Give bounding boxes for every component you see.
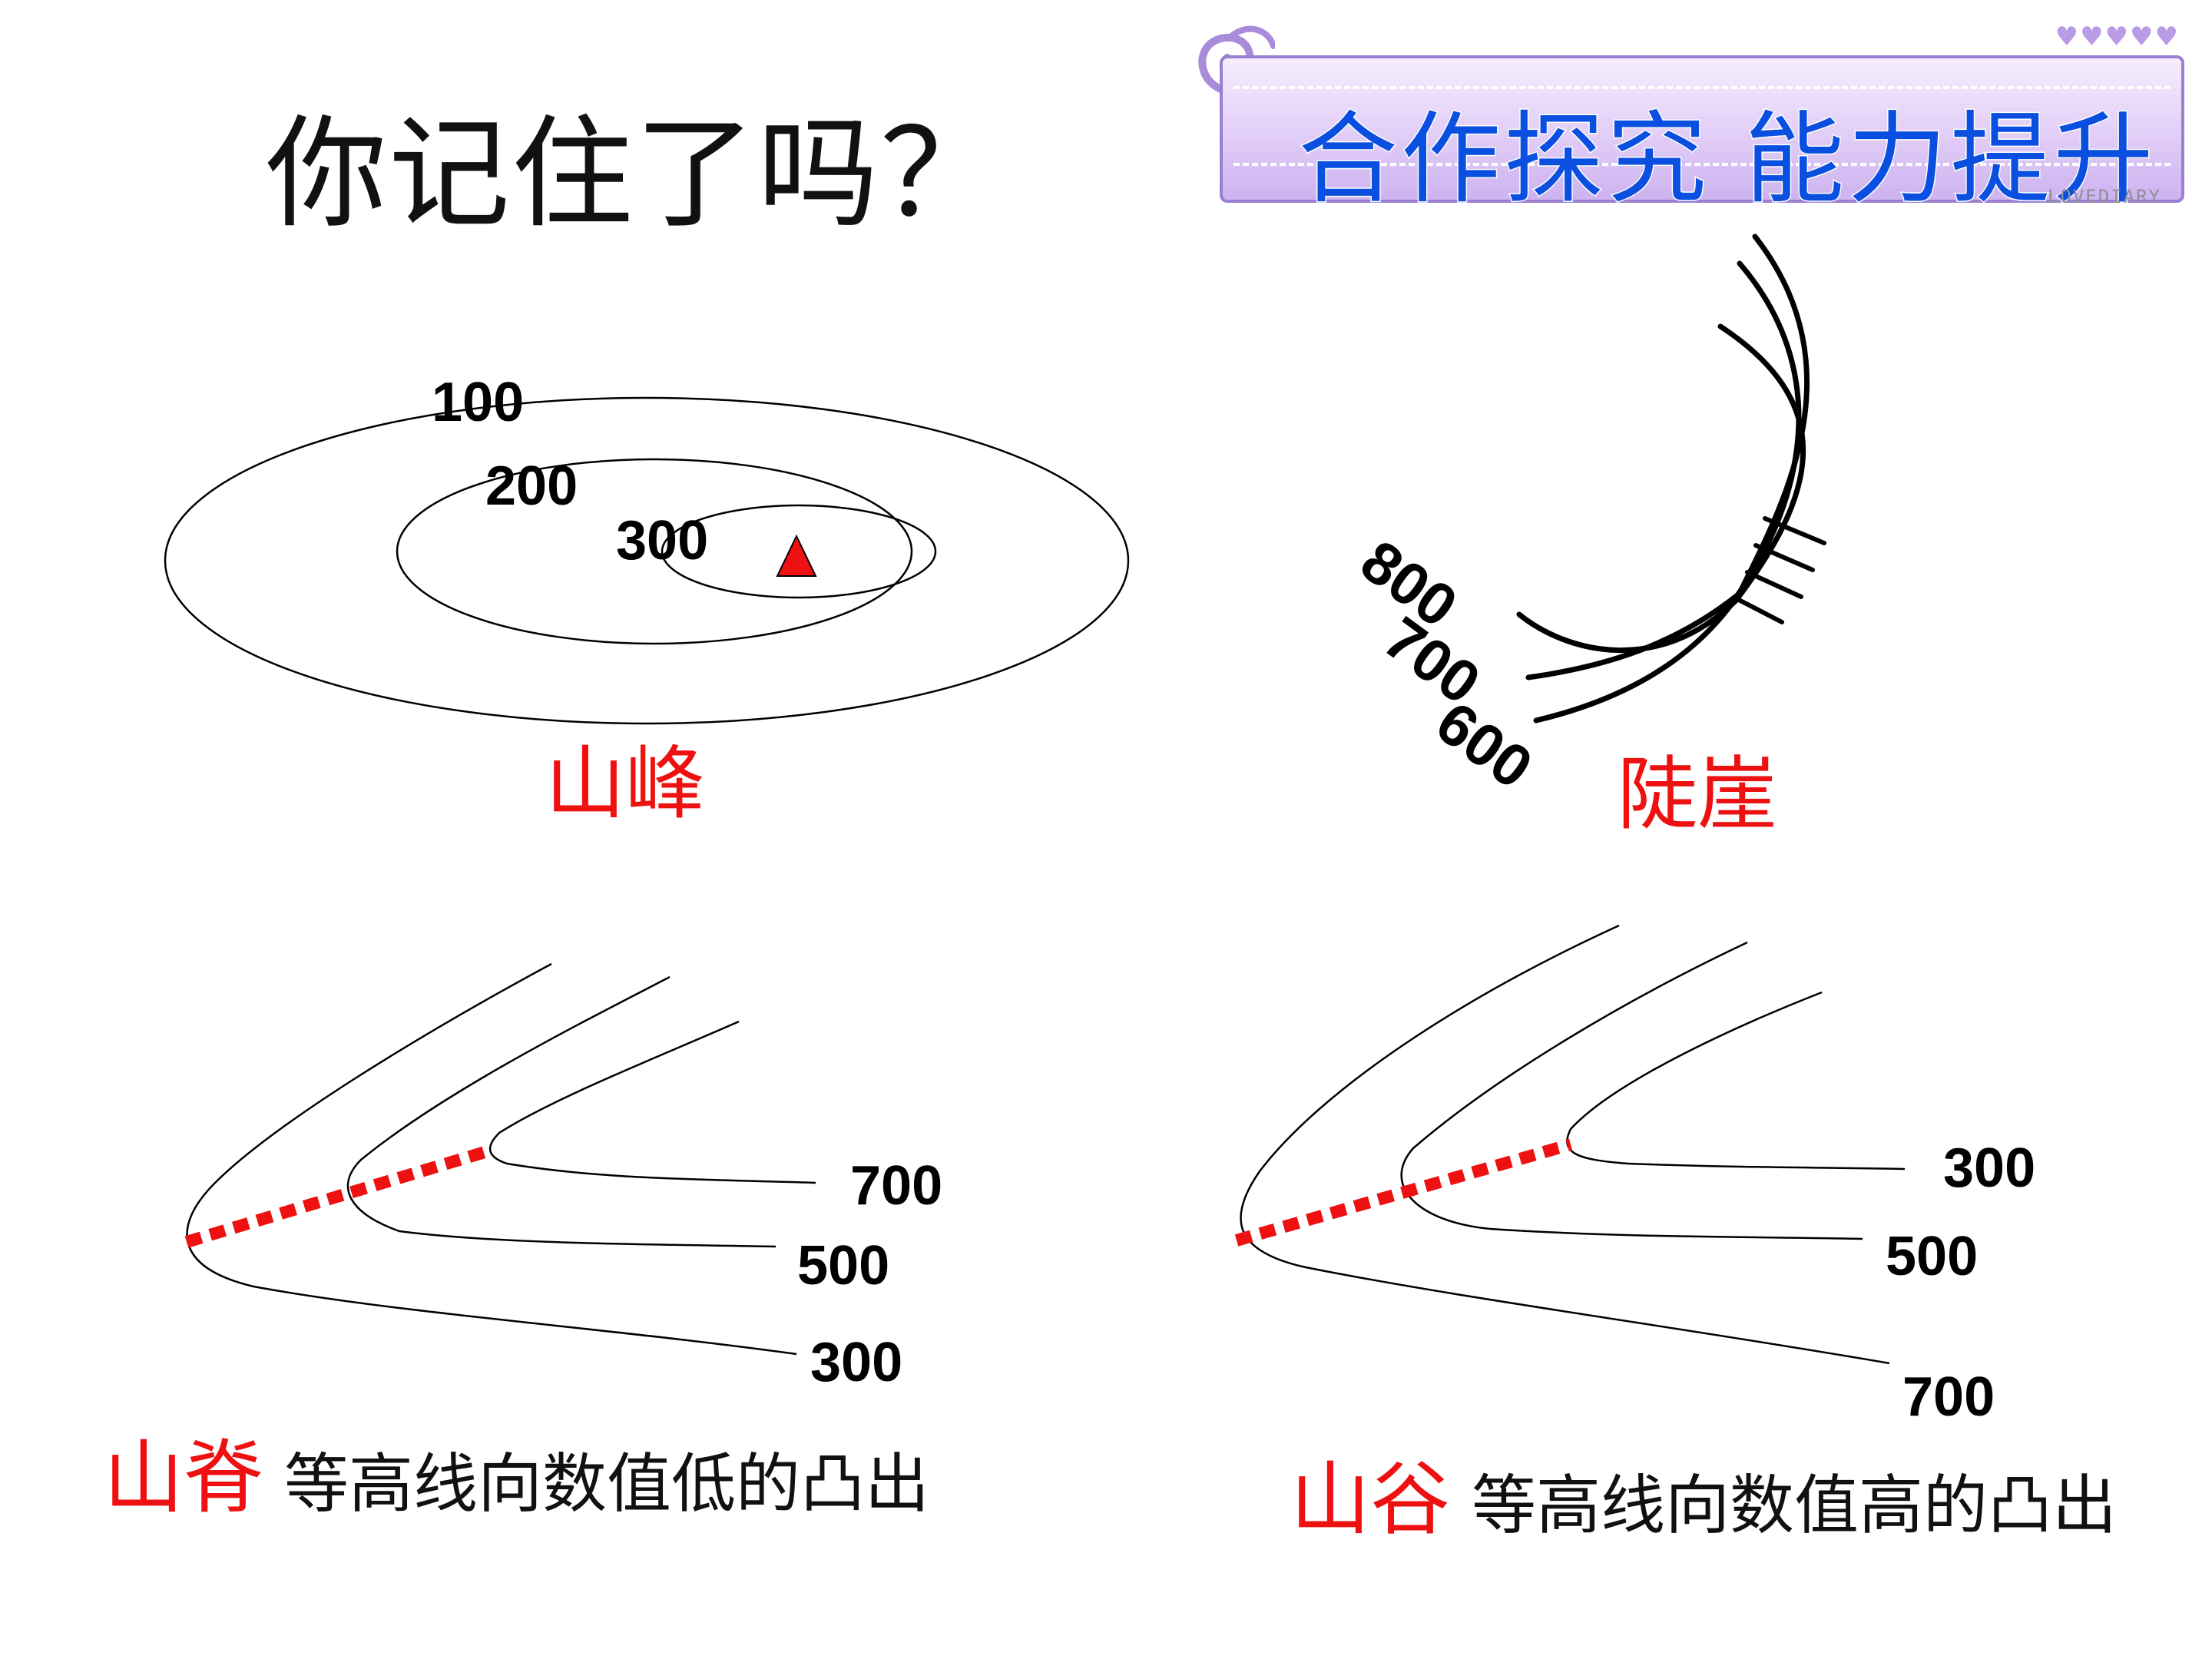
ridge-contour-label-500: 500 [797,1235,890,1296]
valley-diagram [1234,924,1906,1365]
peak-contour-label-100: 100 [432,372,525,433]
cliff-contour-600 [1533,233,1810,724]
cliff-contour-800 [1516,323,1806,654]
hearts-icon: ♥♥♥♥♥ [2055,22,2180,52]
cliff-hatch [1735,516,1826,624]
cliff-label: 陡崖 [1618,747,1778,841]
ridge-diagram [184,962,816,1356]
ridge-label: 山脊 [104,1431,264,1525]
ridge-contour-label-700: 700 [850,1155,943,1217]
valley-contour-label-300: 300 [1943,1137,2036,1199]
peak-contour-300 [661,504,937,599]
valley-line [1234,1138,1573,1247]
valley-contour-500 [1400,941,1863,1240]
cliff-diagram [1516,233,1826,724]
ridge-description: 等高线向数值低的凸出 [284,1446,930,1522]
valley-contour-300 [1566,991,1906,1171]
ridge-contour-500 [346,975,777,1248]
peak-contour-label-200: 200 [485,455,578,517]
valley-contour-label-500: 500 [1886,1226,1979,1287]
valley-label: 山谷 [1290,1452,1451,1546]
banner-brand: LOVEDIARY [2047,186,2161,207]
peak-contour-100 [164,396,1130,725]
ridge-line [184,1144,492,1248]
slide-title: 你记住了吗？ [266,104,1003,245]
peak-contour-200 [396,458,913,645]
valley-description: 等高线向数值高的凸出 [1472,1468,2118,1543]
banner-frame [1220,55,2184,203]
banner: ♥♥♥♥♥ 合作探究 能力提升 LOVEDIARY [1183,15,2189,219]
valley-contour-700 [1240,924,1890,1365]
peak-contour-label-300: 300 [616,510,709,571]
ridge-contour-300 [186,962,797,1356]
valley-contour-label-700: 700 [1902,1366,1995,1428]
peak-diagram [164,396,1130,725]
peak-label: 山峰 [545,737,706,830]
ridge-contour-700 [488,1020,816,1184]
cliff-contour-700 [1525,260,1802,680]
banner-title: 合作探究 能力提升 [1296,100,2157,219]
ridge-contour-label-300: 300 [810,1332,903,1393]
summit-triangle-icon [776,534,817,577]
